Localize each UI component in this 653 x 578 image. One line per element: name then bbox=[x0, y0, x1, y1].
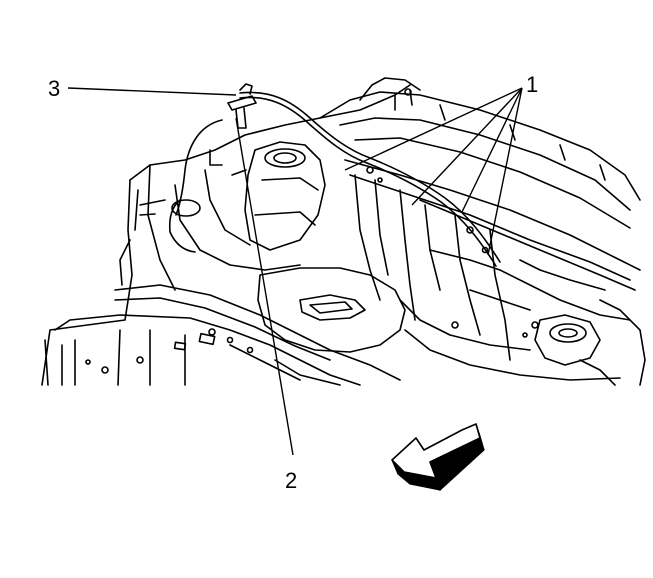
leader-lines bbox=[67, 87, 523, 456]
cable-bracket bbox=[227, 83, 257, 129]
callout-2: 2 bbox=[285, 468, 297, 493]
front-direction-arrow-icon bbox=[391, 423, 485, 492]
vehicle-structure bbox=[41, 77, 646, 386]
callout-1: 1 bbox=[526, 72, 538, 97]
callout-3: 3 bbox=[48, 76, 60, 101]
release-cable bbox=[175, 91, 501, 267]
